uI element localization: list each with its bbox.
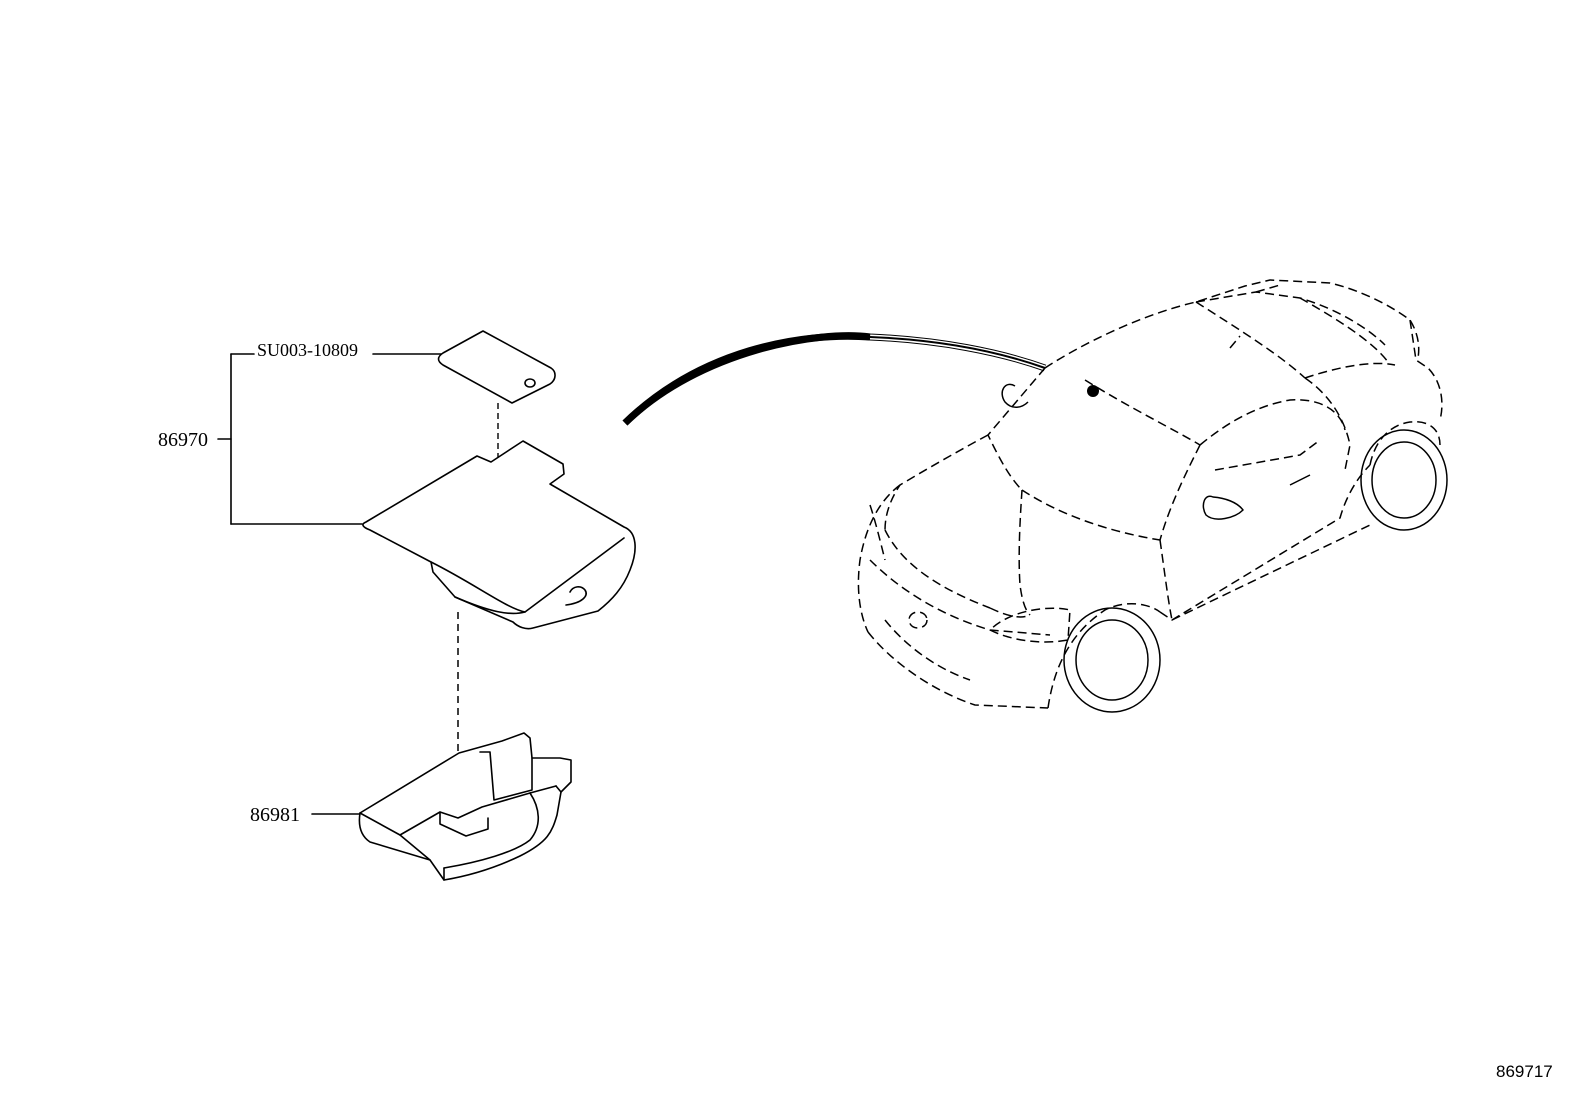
part-label-su003-10809[interactable]: SU003-10809 [257,340,358,360]
figure-reference-number: 869717 [1496,1062,1553,1081]
part-label-86981[interactable]: 86981 [250,804,300,826]
storage-lid[interactable] [362,440,636,630]
manual-sheet[interactable] [437,330,556,404]
part-label-86970[interactable]: 86970 [158,429,208,451]
location-marker [1087,385,1099,397]
vehicle-outline [857,279,1448,713]
leader-lines [217,353,444,815]
storage-tray[interactable] [358,732,572,881]
